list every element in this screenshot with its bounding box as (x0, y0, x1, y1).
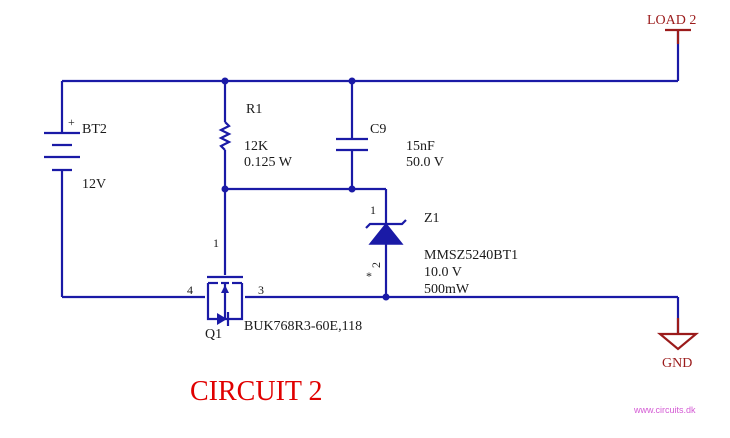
mosfet-diode-triangle (217, 313, 227, 325)
load-label: LOAD 2 (647, 13, 696, 28)
mosfet-q1: 1 4 3 Q1 BUK768R3-60E,118 (187, 236, 362, 342)
mosfet-part: BUK768R3-60E,118 (244, 319, 362, 334)
zener-ref: Z1 (424, 211, 440, 226)
junctions (221, 77, 390, 301)
gnd-symbol: GND (656, 318, 700, 371)
zener-power: 500mW (424, 282, 470, 297)
circuit-title: CIRCUIT 2 (190, 376, 323, 407)
watermark: www.circuits.dk (633, 405, 696, 415)
gnd-triangle (656, 332, 700, 351)
capacitor-value: 15nF (406, 139, 435, 154)
zener-pin1: 1 (370, 203, 376, 217)
resistor-power: 0.125 W (244, 155, 293, 170)
junction-dot (348, 185, 356, 193)
zener-marker: * (366, 269, 372, 283)
resistor-r1: R1 12K 0.125 W (218, 102, 293, 170)
wires (60, 30, 680, 334)
zener-pin2: 2 (369, 262, 383, 268)
zener-bar (365, 219, 407, 229)
mosfet-pin-gate: 1 (213, 236, 219, 250)
zener-voltage: 10.0 V (424, 265, 462, 280)
resistor-value: 12K (244, 139, 268, 154)
battery-plus-sign: + (68, 115, 75, 129)
zener-z1: 1 2 * Z1 MMSZ5240BT1 10.0 V 500mW (365, 203, 518, 297)
resistor-zigzag (218, 121, 232, 151)
junction-dot (348, 77, 356, 85)
mosfet-pin-right: 3 (258, 283, 264, 297)
capacitor-c9: C9 15nF 50.0 V (336, 122, 444, 170)
zener-part: MMSZ5240BT1 (424, 248, 518, 263)
battery-ref: BT2 (82, 122, 107, 137)
capacitor-ref: C9 (370, 122, 386, 137)
mosfet-arrow (221, 285, 229, 293)
capacitor-voltage: 50.0 V (406, 155, 444, 170)
battery-bt2: + BT2 12V (44, 115, 107, 192)
mosfet-ref: Q1 (205, 327, 222, 342)
resistor-ref: R1 (246, 102, 262, 117)
junction-dot (221, 77, 229, 85)
battery-value: 12V (82, 177, 106, 192)
load-terminal: LOAD 2 (647, 13, 696, 44)
zener-triangle (368, 222, 404, 245)
gnd-label: GND (662, 356, 692, 371)
junction-dot (382, 293, 390, 301)
junction-dot (221, 185, 229, 193)
mosfet-pin-left: 4 (187, 283, 193, 297)
